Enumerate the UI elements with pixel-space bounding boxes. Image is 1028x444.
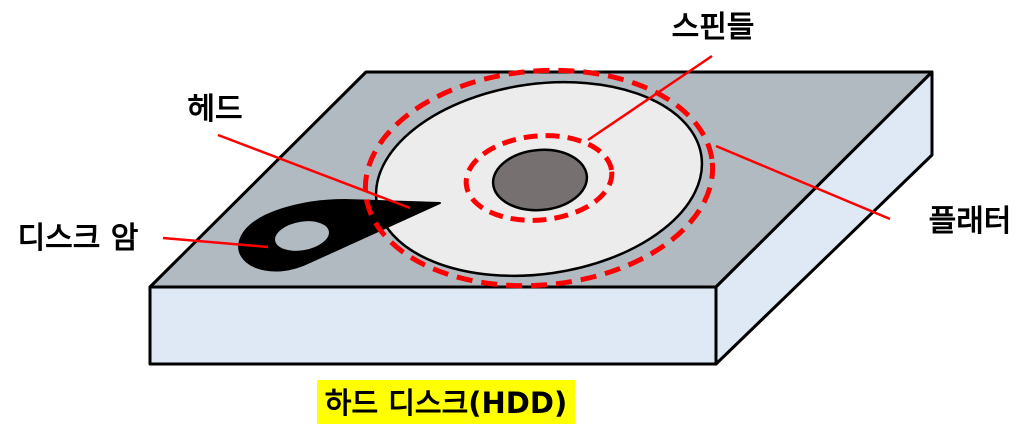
spindle-callout-line [587, 54, 713, 142]
spindle-hub [491, 148, 589, 212]
caption-text: 하드 디스크(HDD) [325, 386, 567, 420]
spindle-label: 스핀들 [672, 10, 755, 45]
head-label: 헤드 [187, 92, 242, 127]
case-right-face [714, 70, 934, 366]
callout-lines [162, 54, 891, 249]
disk-arm-hole [273, 219, 331, 253]
spindle-highlight-ring [463, 133, 615, 223]
head-callout-line [217, 133, 411, 210]
case-front-face [148, 285, 718, 366]
disk-arm [238, 199, 441, 272]
platter-highlight-ring [362, 67, 716, 289]
platter-label: 플래터 [929, 204, 1012, 239]
platter-callout-line [715, 144, 891, 221]
caption-highlight [317, 380, 575, 424]
disk-arm-callout-line [162, 236, 269, 249]
disk-arm-label: 디스크 암 [18, 221, 139, 256]
